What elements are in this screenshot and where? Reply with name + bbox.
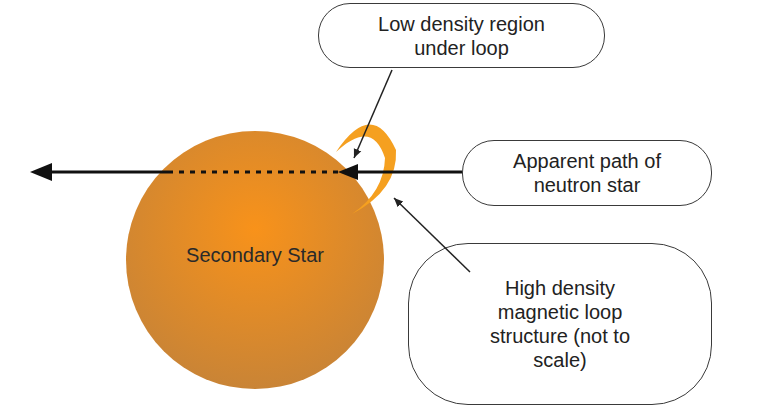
path-arrowhead-mid [338,164,358,180]
path-line-dotted [172,171,338,174]
path-line-left [50,171,172,174]
path-arrowhead-left [30,163,52,181]
path-line-right [356,171,462,174]
callout-box: Apparent path of neutron star [462,140,712,206]
callout-text: Apparent path of neutron star [497,149,677,197]
callout-text: Low density region under loop [362,12,562,60]
callout-box: Low density region under loop [318,3,605,68]
star-label: Secondary Star [186,243,324,267]
callout-box: High density magnetic loop structure (no… [408,243,712,405]
leader-line [394,198,470,272]
star-circle: Secondary Star [125,130,385,390]
leader-line [354,70,392,158]
callout-text: High density magnetic loop structure (no… [473,276,648,372]
magnetic-loop [336,124,396,214]
